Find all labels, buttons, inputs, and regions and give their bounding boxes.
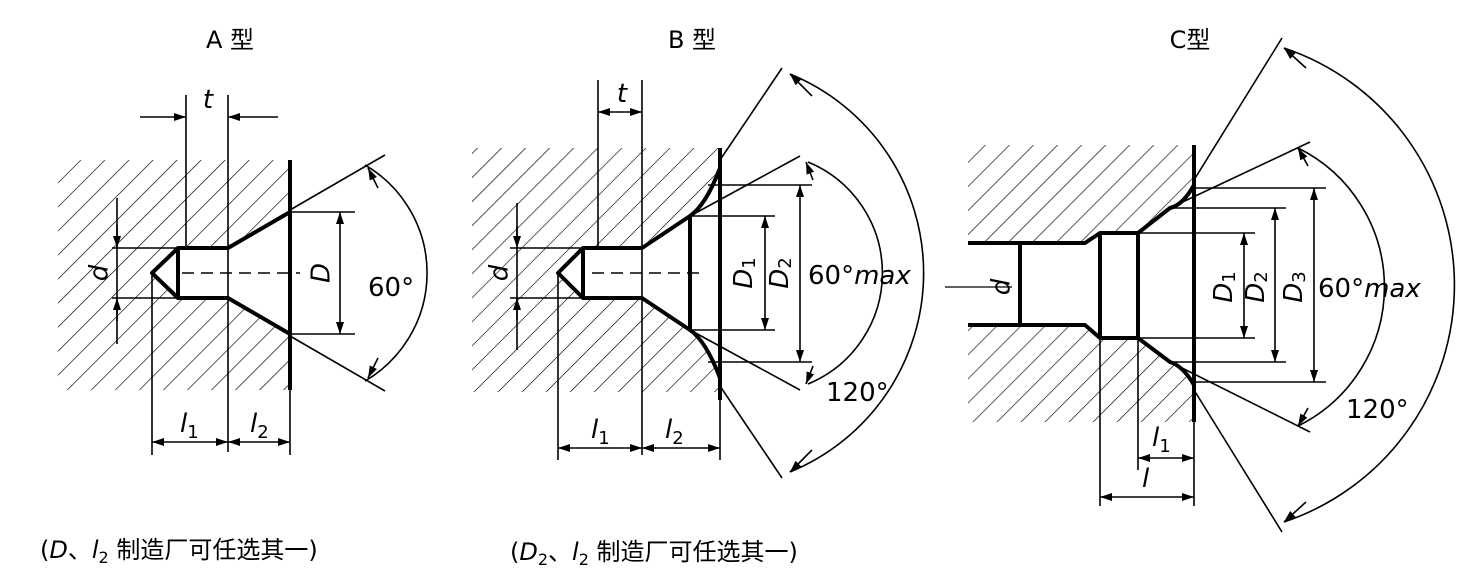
- type-a-cone-ext-lower: [289, 335, 386, 392]
- type-b-view: B 型 t d D1 D2: [472, 26, 925, 569]
- type-b-angle120-arrow-bottom: [789, 449, 813, 473]
- type-a-angle-arc: [364, 164, 428, 382]
- type-b-cone-ext-lower: [691, 330, 801, 391]
- type-b-D2-label: D2: [765, 257, 797, 288]
- type-c-protect-ext-lower: [1193, 389, 1283, 533]
- type-c-cone-ext-lower: [1171, 362, 1311, 433]
- type-c-angle60-arc: [1297, 147, 1386, 427]
- type-c-hatched-lower: [968, 325, 1194, 422]
- type-b-l1-label: l1: [591, 415, 610, 449]
- type-b-d-label: d: [485, 264, 515, 281]
- type-b-D1-label: D1: [729, 257, 761, 288]
- type-c-cone-ext-upper: [1171, 141, 1311, 208]
- type-b-angle120-arc: [789, 73, 925, 473]
- type-a-hatched-section: [58, 160, 290, 390]
- type-b-angle60-arrow-top: [805, 161, 815, 181]
- type-c-d-label: d: [987, 278, 1017, 295]
- type-c-D2-label: D2: [1241, 271, 1273, 302]
- type-c-angle120-label: 120°: [1346, 395, 1409, 425]
- type-a-angle-label: 60°: [368, 273, 414, 303]
- type-a-d-label: d: [85, 264, 115, 281]
- type-b-protect-ext-lower: [719, 385, 783, 479]
- type-c-angle120-arc: [1283, 47, 1456, 523]
- type-b-t-label: t: [617, 79, 628, 109]
- type-c-angle120-arrow-top: [1283, 47, 1307, 69]
- type-c-l1-label: l1: [1152, 423, 1171, 457]
- type-a-cone-ext-upper: [289, 154, 386, 211]
- type-a-D-label: D: [307, 263, 337, 283]
- type-b-angle60-arc: [807, 161, 884, 385]
- type-b-angle120-arrow-top: [789, 73, 813, 97]
- type-a-view: A 型 t d D 60°: [40, 26, 428, 567]
- type-b-angle120-label: 120°: [826, 378, 889, 408]
- type-b-hatched-section: [472, 148, 720, 392]
- type-b-l2-label: l2: [665, 415, 684, 449]
- type-a-angle-arrow-bottom: [367, 357, 379, 379]
- type-c-l-label: l: [1142, 464, 1150, 494]
- type-a-t-label: t: [203, 85, 214, 115]
- type-b-title: B 型: [668, 26, 716, 54]
- type-c-angle120-arrow-bottom: [1283, 501, 1307, 523]
- type-b-angle60-arrow-bottom: [805, 365, 815, 385]
- type-c-angle60-label: 60°max: [1318, 274, 1421, 304]
- type-a-note: (D、l2 制造厂可任选其一): [40, 536, 318, 567]
- type-c-angle60-arrow-top: [1297, 147, 1309, 167]
- type-c-D3-label: D3: [1279, 271, 1311, 302]
- type-a-l1-label: l1: [180, 409, 199, 443]
- type-b-angle60-label: 60°max: [808, 261, 911, 291]
- type-c-hatched-upper: [968, 145, 1194, 243]
- type-c-view: C型 d D1 D2: [945, 26, 1456, 533]
- type-b-note: (D2、l2 制造厂可任选其一): [510, 538, 798, 569]
- type-c-D1-label: D1: [1209, 271, 1241, 302]
- type-a-l2-label: l2: [250, 409, 269, 443]
- type-c-title: C型: [1170, 26, 1211, 54]
- type-c-angle60-arrow-bottom: [1297, 407, 1309, 427]
- type-b-protect-ext-upper: [719, 67, 783, 161]
- type-a-angle-arrow-top: [367, 167, 379, 189]
- type-c-protect-ext-upper: [1193, 37, 1283, 181]
- type-a-title: A 型: [206, 26, 254, 54]
